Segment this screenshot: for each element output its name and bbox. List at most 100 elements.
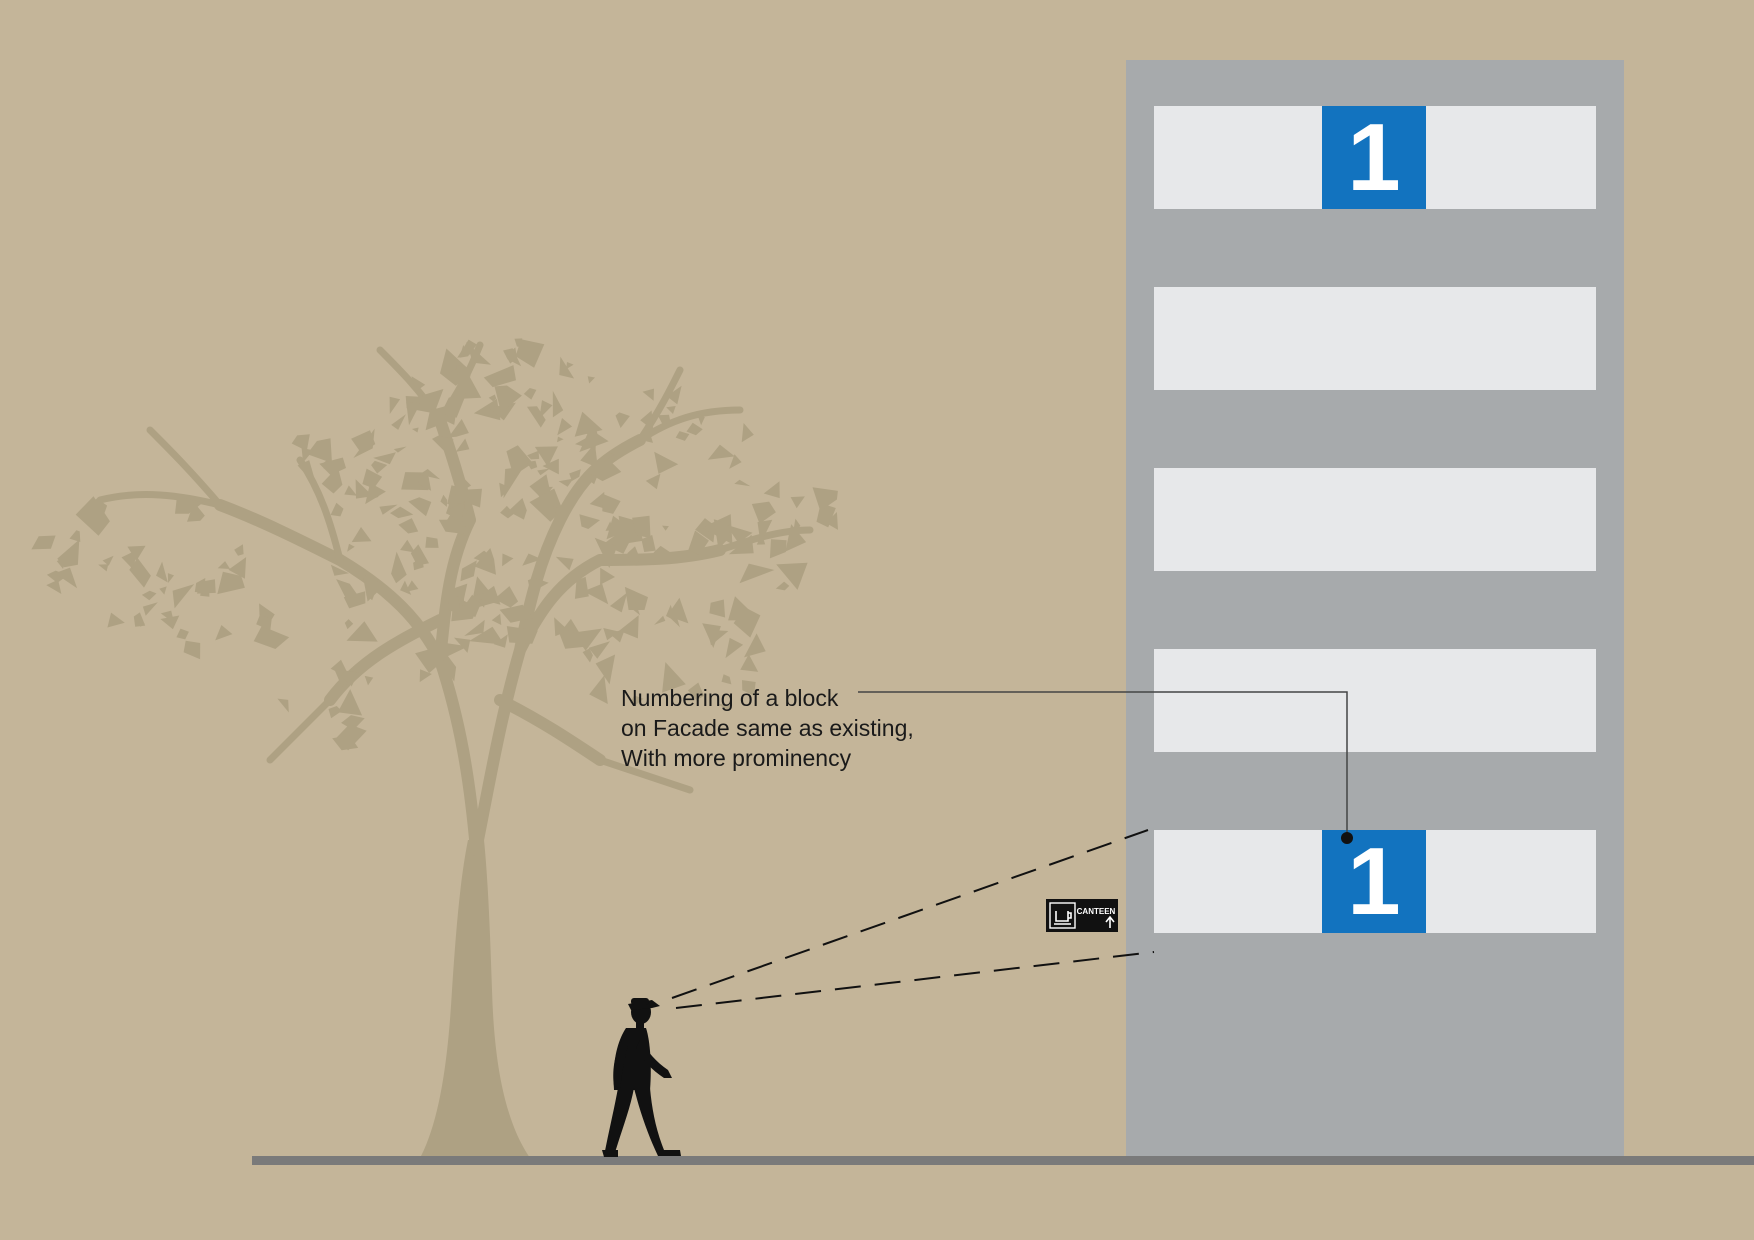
leaf-fragment bbox=[301, 448, 314, 463]
leaf-fragment bbox=[102, 555, 114, 566]
leaf-fragment bbox=[666, 385, 682, 405]
arrow-up-icon bbox=[1105, 915, 1115, 928]
leaf-fragment bbox=[588, 641, 610, 659]
leaf-fragment bbox=[539, 400, 553, 419]
leaf-fragment bbox=[391, 414, 406, 430]
leaf-fragment bbox=[589, 675, 608, 704]
leaf-fragment bbox=[642, 388, 654, 401]
leaf-fragment bbox=[499, 482, 511, 498]
leaf-fragment bbox=[415, 648, 443, 674]
leaf-fragment bbox=[440, 494, 448, 507]
leaf-fragment bbox=[98, 564, 109, 572]
leaf-fragment bbox=[566, 362, 574, 370]
annotation-text: Numbering of a block on Facade same as e… bbox=[621, 685, 914, 771]
leaf-fragment bbox=[319, 457, 346, 476]
leaf-fragment bbox=[141, 590, 157, 601]
leaf-fragment bbox=[739, 563, 775, 584]
ground-line bbox=[252, 1156, 1754, 1165]
leaf-fragment bbox=[215, 625, 233, 641]
leaf-fragment bbox=[718, 704, 733, 712]
leaf-fragment bbox=[408, 497, 432, 517]
block-number-sign-top: 1 bbox=[1322, 104, 1426, 211]
leaf-fragment bbox=[455, 596, 465, 604]
leaf-fragment bbox=[418, 474, 432, 491]
leaf-fragment bbox=[654, 451, 679, 474]
leaf-fragment bbox=[500, 505, 514, 519]
leaf-fragment bbox=[733, 607, 761, 638]
leaf-fragment bbox=[688, 530, 709, 556]
leaf-fragment bbox=[473, 550, 492, 566]
leaf-fragment bbox=[667, 597, 689, 624]
leaf-fragment bbox=[438, 641, 469, 658]
leaf-fragment bbox=[422, 389, 444, 418]
leaf-fragment bbox=[707, 444, 735, 460]
leaf-fragment bbox=[234, 544, 244, 556]
annotation-line-2: on Facade same as existing, bbox=[621, 715, 914, 741]
leaf-fragment bbox=[441, 393, 467, 418]
leaf-fragment bbox=[812, 487, 838, 511]
leaf-fragment bbox=[557, 418, 573, 436]
leaf-fragment bbox=[127, 545, 146, 561]
leaf-fragment bbox=[425, 536, 439, 548]
leaf-fragment bbox=[448, 419, 469, 438]
leaf-fragment bbox=[666, 406, 676, 414]
window-band-4 bbox=[1154, 649, 1596, 752]
leaf-fragment bbox=[503, 466, 524, 499]
leaf-fragment bbox=[527, 406, 546, 428]
leaf-fragment bbox=[31, 535, 56, 550]
leaf-fragment bbox=[491, 613, 502, 625]
leaf-fragment bbox=[728, 534, 754, 555]
leaf-fragment bbox=[391, 551, 407, 584]
tree-trunk bbox=[420, 840, 530, 1158]
leaf-fragment bbox=[751, 501, 776, 524]
leaf-fragment bbox=[398, 518, 419, 534]
leaf-fragment bbox=[344, 485, 357, 496]
leaf-fragment bbox=[742, 680, 756, 696]
leaf-fragment bbox=[740, 654, 759, 672]
leaf-fragment bbox=[187, 502, 205, 522]
leaf-fragment bbox=[542, 458, 559, 475]
leaf-fragment bbox=[662, 662, 686, 693]
leaf-fragment bbox=[455, 470, 472, 496]
leaf-fragment bbox=[460, 488, 482, 508]
leaf-fragment bbox=[400, 580, 412, 595]
leaf-fragment bbox=[332, 735, 359, 751]
leaf-fragment bbox=[483, 365, 516, 388]
leaf-fragment bbox=[631, 602, 640, 616]
leaf-fragment bbox=[534, 486, 553, 502]
leaf-fragment bbox=[645, 473, 661, 490]
leaf-fragment bbox=[582, 648, 593, 663]
leaf-fragment bbox=[456, 364, 466, 375]
annotation-line-1: Numbering of a block bbox=[621, 685, 839, 711]
leaf-fragment bbox=[362, 574, 385, 602]
leaf-fragment bbox=[253, 626, 290, 649]
leaf-fragment bbox=[529, 488, 563, 522]
leaf-fragment bbox=[54, 567, 78, 589]
leaf-fragment bbox=[595, 654, 616, 685]
sight-line-lower bbox=[675, 951, 1155, 1009]
leaf-fragment bbox=[183, 640, 201, 660]
leaf-fragment bbox=[443, 652, 457, 682]
leaf-fragment bbox=[603, 628, 620, 641]
leaf-fragment bbox=[449, 376, 482, 400]
leaf-fragment bbox=[347, 543, 355, 552]
leaf-fragment bbox=[330, 502, 344, 517]
block-number-top: 1 bbox=[1347, 104, 1400, 211]
leaf-fragment bbox=[336, 579, 360, 598]
leaf-fragment bbox=[46, 579, 62, 594]
leaf-fragment bbox=[476, 585, 501, 605]
leaf-fragment bbox=[527, 450, 540, 460]
leaf-fragment bbox=[228, 557, 247, 579]
leaf-fragment bbox=[405, 580, 419, 592]
leaf-fragment bbox=[554, 617, 569, 637]
leaf-fragment bbox=[297, 460, 315, 479]
leaf-fragment bbox=[447, 502, 464, 525]
annotation-line-3: With more prominency bbox=[621, 745, 852, 771]
leaf-fragment bbox=[615, 412, 630, 428]
canteen-label: CANTEEN bbox=[1077, 907, 1116, 916]
leaf-fragment bbox=[217, 561, 231, 569]
leaf-fragment bbox=[589, 491, 605, 509]
leaf-fragment bbox=[321, 466, 343, 494]
leaf-fragment bbox=[337, 689, 363, 716]
leaf-fragment bbox=[600, 567, 615, 585]
